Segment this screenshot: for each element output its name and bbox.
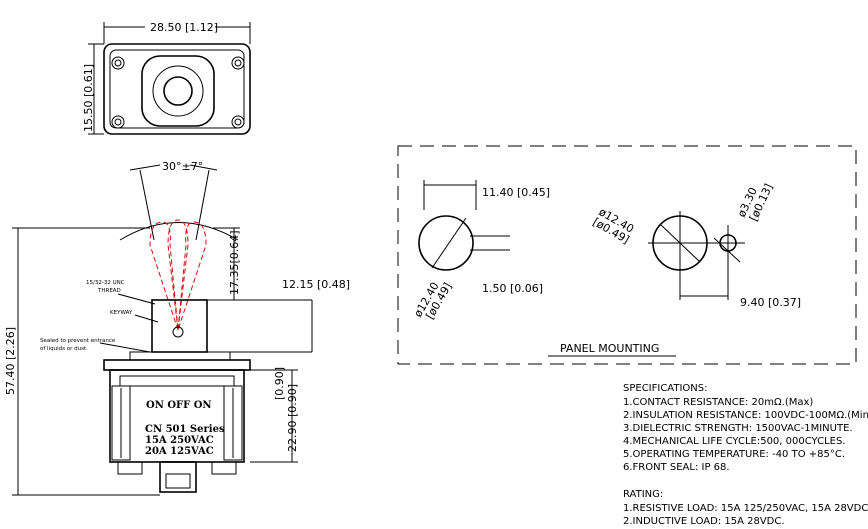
spec-heading: SPECIFICATIONS: xyxy=(623,383,708,394)
spec-item: 3.DIELECTRIC STRENGTH: 1500VAC-1MINUTE. xyxy=(623,423,853,434)
thread-note-1: 15/32-32 UNC xyxy=(86,280,125,286)
thread-note-2: THREAD xyxy=(97,288,121,294)
keyway-note: KEYWAY xyxy=(110,310,133,316)
rating-item: 1.RESISTIVE LOAD: 15A 125/250VAC, 15A 28… xyxy=(623,503,868,514)
body-label-series: CN 501 Series xyxy=(145,424,225,435)
body-label-rating-2: 20A 125VAC xyxy=(145,446,214,457)
top-height-dim: 15.50 [0.61] xyxy=(82,64,95,132)
bushing-dim: 12.15 [0.48] xyxy=(282,278,350,291)
side-view: 30°±7° 17.35[0.64] 12.15 [0.48] 15/32-32… xyxy=(4,160,350,496)
seal-note-2: of liquids or dust. xyxy=(40,346,88,352)
flat-dim: 11.40 [0.45] xyxy=(482,186,550,199)
body-height-dim-1: 22.90 [0.90] xyxy=(286,384,299,452)
spec-item: 1.CONTACT RESISTANCE: 20mΩ.(Max) xyxy=(623,397,813,408)
top-view: 28.50 [1.12] 15.50 [0.61] xyxy=(82,21,251,135)
panel-mounting-title: PANEL MOUNTING xyxy=(560,342,659,355)
body-label-positions: ON OFF ON xyxy=(146,400,212,411)
flat-width-dim: 1.50 [0.06] xyxy=(482,282,543,295)
overall-height-dim: 57.40 [2.26] xyxy=(4,327,17,395)
panel-mounting: 11.40 [0.45] 1.50 [0.06] ø12.40 [ø0.49] … xyxy=(397,145,857,365)
angle-dim: 30°±7° xyxy=(162,160,203,173)
spec-item: 2.INSULATION RESISTANCE: 100VDC-100MΩ.(M… xyxy=(623,410,868,421)
body-height-dim-2: [0.90] xyxy=(273,367,286,400)
rating-heading: RATING: xyxy=(623,489,663,500)
rating: RATING: 1.RESISTIVE LOAD: 15A 125/250VAC… xyxy=(623,489,868,527)
offset-dim: 9.40 [0.37] xyxy=(740,296,801,309)
seal-note-1: Sealed to prevent entrance xyxy=(40,338,116,344)
rating-item: 2.INDUCTIVE LOAD: 15A 28VDC. xyxy=(623,516,785,527)
spec-item: 6.FRONT SEAL: IP 68. xyxy=(623,462,730,473)
spec-item: 4.MECHANICAL LIFE CYCLE:500, 000CYCLES. xyxy=(623,436,846,447)
specifications: SPECIFICATIONS: 1.CONTACT RESISTANCE: 20… xyxy=(623,383,868,473)
top-width-dim: 28.50 [1.12] xyxy=(150,21,218,34)
body-label-rating-1: 15A 250VAC xyxy=(145,435,214,446)
lever-dim: 17.35[0.64] xyxy=(228,230,241,295)
spec-item: 5.OPERATING TEMPERATURE: -40 TO +85°C. xyxy=(623,449,845,460)
